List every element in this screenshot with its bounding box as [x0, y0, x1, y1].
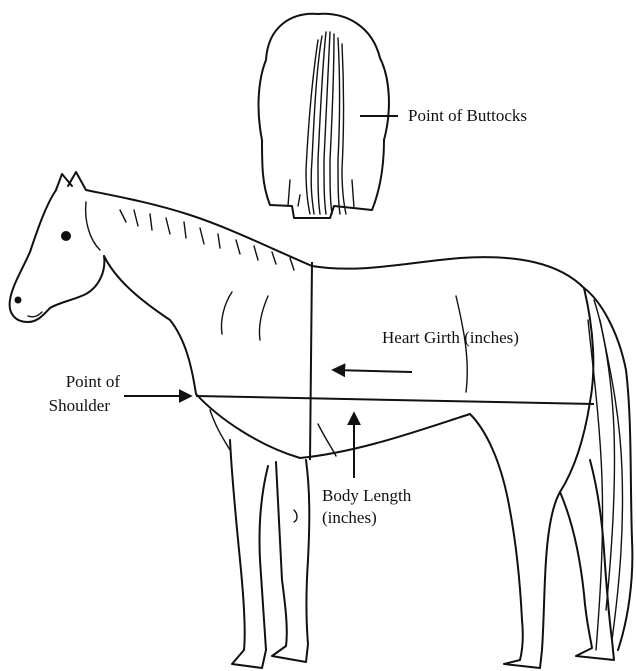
point-of-shoulder-label-line1: Point of [40, 372, 120, 391]
heart-girth-line [310, 262, 312, 460]
body-length-label-line2: (inches) [322, 508, 377, 527]
body-length-label-line1: Body Length [322, 486, 411, 505]
measurement-guides [124, 116, 594, 478]
body-length-line [196, 396, 594, 404]
point-of-shoulder-label-line2: Shoulder [30, 396, 110, 415]
point-of-buttocks-label: Point of Buttocks [408, 106, 527, 125]
heart-girth-arrow [334, 370, 412, 372]
heart-girth-label: Heart Girth (inches) [382, 328, 519, 347]
horse-side-view-icon [10, 172, 633, 668]
